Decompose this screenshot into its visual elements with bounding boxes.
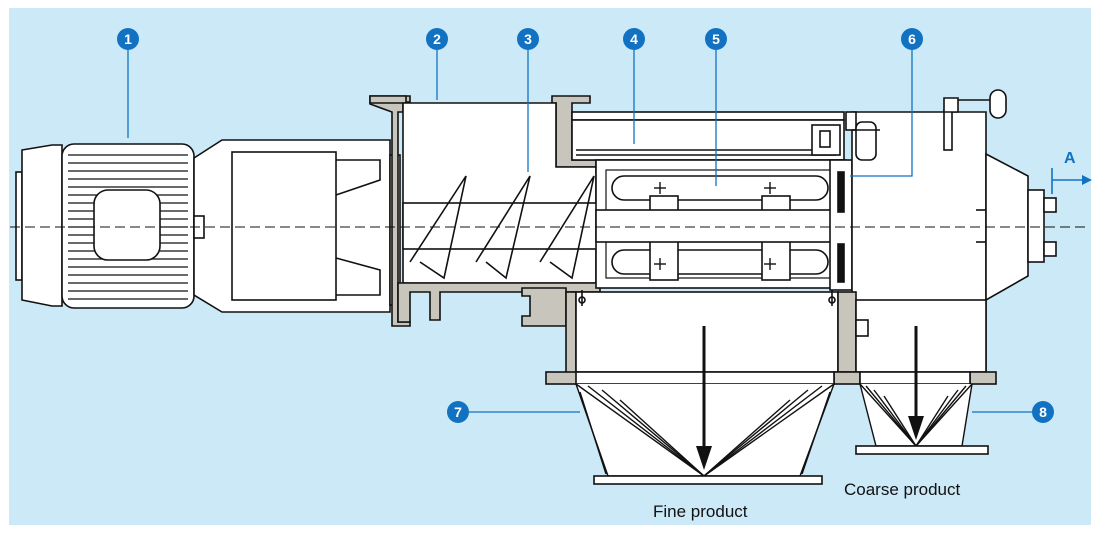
- marker-3: 3: [517, 28, 539, 50]
- marker-1: 1: [117, 28, 139, 50]
- marker-6: 6: [901, 28, 923, 50]
- marker-2: 2: [426, 28, 448, 50]
- marker-7: 7: [447, 401, 469, 423]
- motor: [15, 139, 401, 313]
- flow-arrows: [696, 326, 924, 470]
- marker-4: 4: [623, 28, 645, 50]
- leader-lines: [127, 50, 1032, 413]
- marker-5: 5: [705, 28, 727, 50]
- fine-product-label: Fine product: [653, 502, 748, 521]
- coarse-product-label: Coarse product: [844, 480, 961, 499]
- inlet-hopper: [369, 95, 614, 327]
- view-direction-label: A: [1064, 150, 1076, 167]
- marker-8: 8: [1032, 401, 1054, 423]
- outlet-chambers: [545, 290, 997, 385]
- view-direction-arrow: [1051, 168, 1092, 194]
